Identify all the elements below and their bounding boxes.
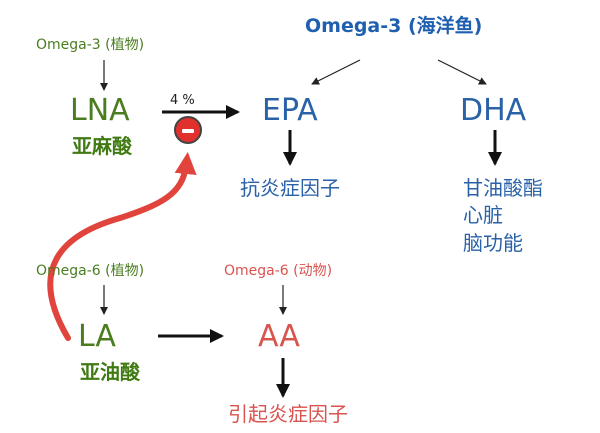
arrow-fish-to-epa [311, 59, 361, 85]
lna-label: LNA [70, 93, 130, 128]
omega6-animal-label: Omega-6 (动物) [224, 263, 333, 279]
red-inhibition-arrow [47, 152, 197, 341]
omega3-plant-label: Omega-3 (植物) [36, 37, 145, 53]
inhibit-icon [174, 116, 202, 144]
omega6-plant-label: Omega-6 (植物) [36, 263, 145, 279]
epa-label: EPA [262, 93, 318, 128]
omega3-fish-title: Omega-3 (海洋鱼) [305, 15, 483, 37]
dha-label: DHA [460, 93, 527, 128]
la-chinese-label: 亚油酸 [80, 360, 140, 384]
aa-effect: 引起炎症因子 [228, 402, 348, 426]
la-label: LA [78, 319, 116, 354]
lna-chinese-label: 亚麻酸 [72, 134, 132, 158]
percent-label: 4 % [170, 93, 195, 108]
aa-label: AA [258, 319, 300, 354]
dha-effect-3: 脑功能 [463, 231, 523, 255]
dha-effect-1: 甘油酸酯 [463, 176, 543, 200]
arrow-fish-to-dha [437, 59, 487, 85]
dha-effect-2: 心脏 [463, 203, 503, 227]
epa-effect: 抗炎症因子 [240, 176, 340, 200]
